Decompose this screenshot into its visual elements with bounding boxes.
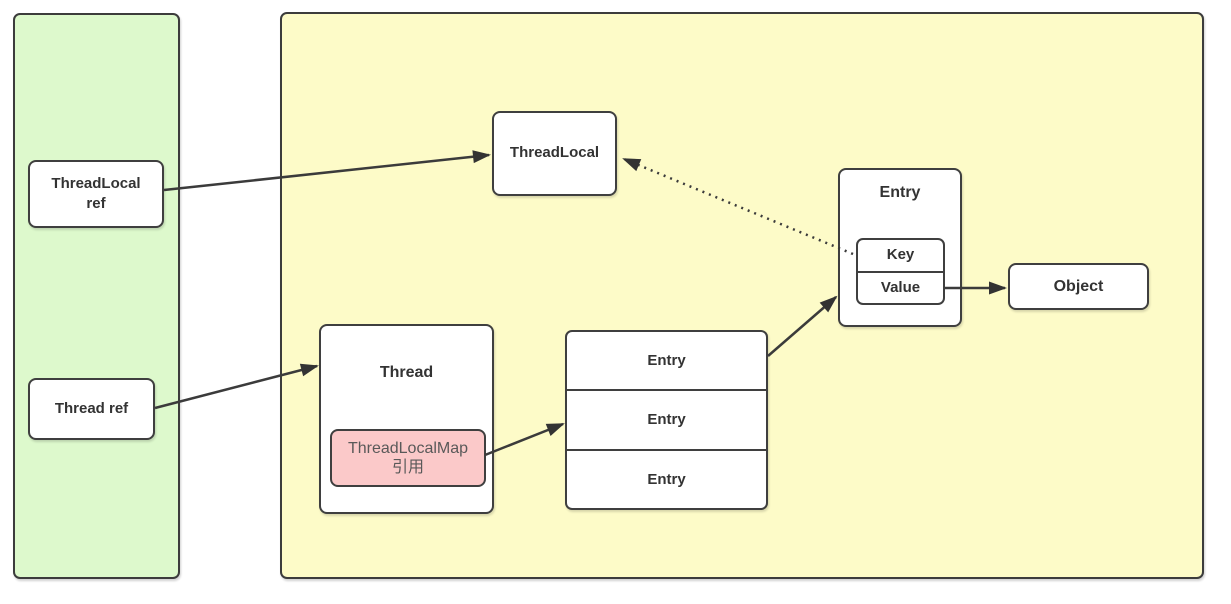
stack-panel — [13, 13, 180, 579]
entry-array-row-2: Entry — [567, 389, 766, 448]
threadlocal-box: ThreadLocal — [492, 111, 617, 196]
entry-value-cell: Value — [858, 270, 943, 304]
threadlocal-label: ThreadLocal — [509, 144, 600, 162]
entry-array-box: Entry Entry Entry — [565, 330, 768, 510]
threadlocal-ref-label: ThreadLocal ref — [51, 174, 141, 212]
object-label: Object — [1053, 277, 1104, 295]
threadlocal-ref-box: ThreadLocal ref — [28, 160, 164, 228]
entry-array-row-3: Entry — [567, 448, 766, 508]
thread-ref-label: Thread ref — [54, 399, 129, 417]
entry-array-row-1: Entry — [647, 352, 686, 370]
entry-key-cell: Key — [886, 246, 915, 264]
entry-key-value-box: Key Value — [856, 238, 945, 305]
thread-ref-box: Thread ref — [28, 378, 155, 440]
object-box: Object — [1008, 263, 1149, 310]
thread-label: Thread — [379, 364, 434, 381]
entry-title: Entry — [879, 184, 921, 201]
entry-box: Entry Key Value — [838, 168, 962, 327]
thread-box: Thread ThreadLocalMap 引用 — [319, 324, 494, 514]
threadlocalmap-ref-box: ThreadLocalMap 引用 — [330, 429, 486, 487]
threadlocalmap-ref-label: ThreadLocalMap 引用 — [347, 439, 469, 476]
